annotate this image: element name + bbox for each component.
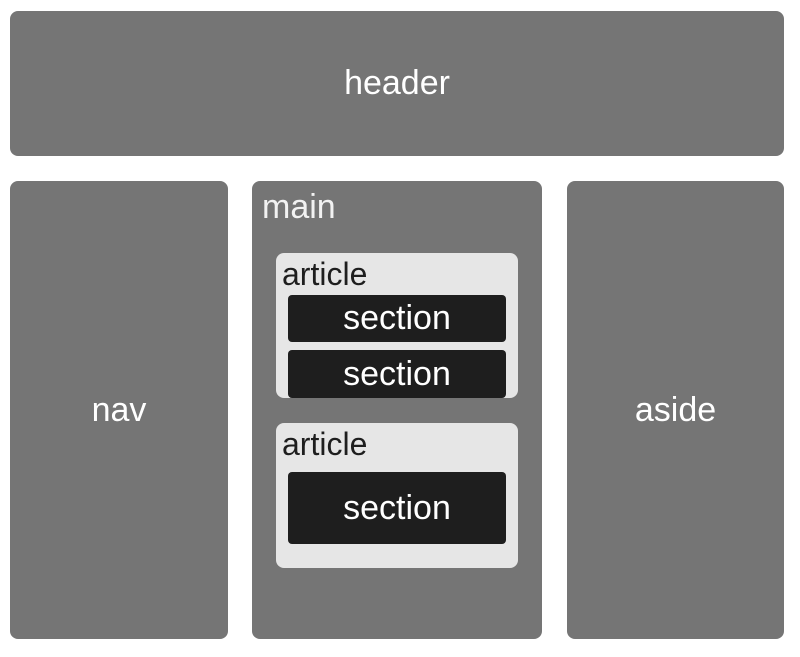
- section-label: section: [343, 299, 451, 337]
- aside-label: aside: [634, 390, 717, 429]
- aside-block: aside: [567, 181, 784, 639]
- article-block: article section section: [276, 253, 518, 398]
- main-block: main article section section article sec…: [252, 181, 542, 639]
- article-label: article: [282, 256, 368, 292]
- header-block: header: [10, 11, 784, 156]
- nav-block: nav: [10, 181, 228, 639]
- section-block: section: [288, 350, 506, 398]
- article-label: article: [282, 426, 368, 462]
- header-label: header: [344, 64, 450, 102]
- section-label: section: [343, 488, 451, 527]
- section-label: section: [343, 354, 451, 393]
- section-block: section: [288, 472, 506, 544]
- main-label: main: [262, 188, 336, 226]
- nav-label: nav: [91, 390, 147, 429]
- article-block: article section: [276, 423, 518, 568]
- section-block: section: [288, 295, 506, 342]
